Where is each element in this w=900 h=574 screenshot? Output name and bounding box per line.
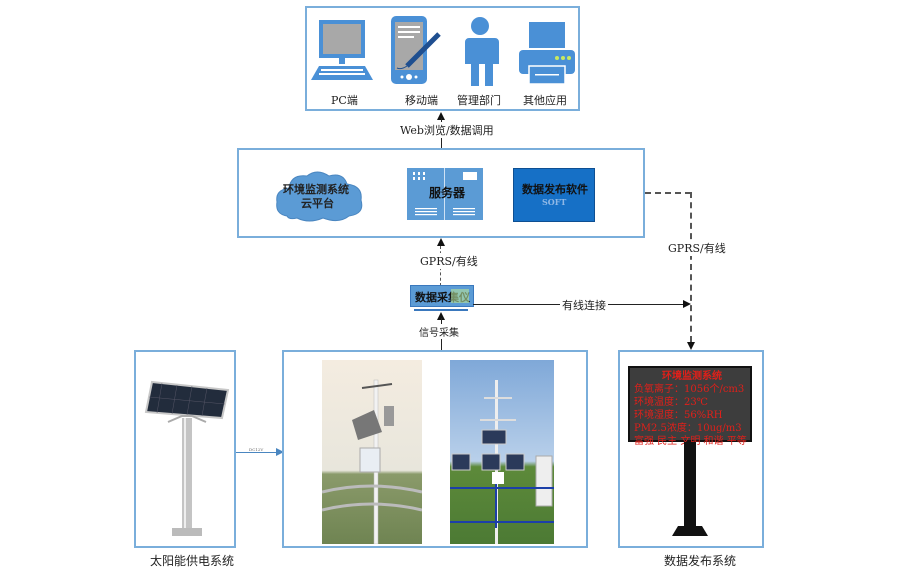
display-box: 环境监测系统 负氧离子：1056个/cm3 环境温度：23℃ 环境湿度：56%R…	[618, 350, 764, 548]
clients-box: PC端 移动端 管理部门 其他应用	[305, 6, 580, 111]
display-base	[672, 526, 708, 536]
cloud-label-2: 云平台	[301, 197, 334, 210]
publish-software: 数据发布软件 SOFT	[513, 168, 595, 222]
screen-line: 负氧离子：1056个/cm3	[634, 384, 745, 395]
arrow-up-head	[437, 112, 445, 120]
solar-box	[134, 350, 236, 548]
station-box	[282, 350, 588, 548]
arrow-down-head	[687, 342, 695, 350]
platform-box: 环境监测系统 云平台 服务器 数据发布软件 SOFT	[237, 148, 645, 238]
signal-label: 信号采集	[417, 324, 461, 339]
solar-caption: 太阳能供电系统	[150, 554, 235, 568]
wired-label: 有线连接	[560, 297, 608, 313]
power-label: DC12V	[249, 447, 264, 452]
cloud-icon	[276, 171, 363, 222]
web-link-label: Web浏览/数据调用	[398, 122, 496, 138]
led-screen: 环境监测系统 负氧离子：1056个/cm3 环境温度：23℃ 环境湿度：56%R…	[628, 366, 752, 447]
power-line	[236, 452, 276, 453]
screen-line: 环境温度：23℃	[634, 397, 708, 408]
station-photo-1	[321, 360, 423, 545]
tablet-stylus-icon	[391, 16, 441, 84]
client-label: 其他应用	[523, 94, 567, 107]
server-label: 服务器	[429, 186, 466, 200]
arrow-up-head	[437, 238, 445, 246]
arrow-up-head	[437, 312, 445, 320]
weather-station-icon	[450, 380, 554, 544]
server: 服务器	[407, 168, 483, 220]
uplink-label: GPRS/有线	[418, 253, 480, 269]
solar-panel-icon	[144, 380, 230, 536]
gprs-dashed-v	[690, 192, 692, 342]
display-caption: 数据发布系统	[664, 554, 737, 568]
arrow-right-head	[683, 300, 691, 308]
client-label: PC端	[331, 94, 358, 107]
collector-screen	[451, 289, 469, 303]
client-label: 移动端	[405, 94, 438, 107]
display-pole	[684, 442, 696, 526]
collector-base	[414, 309, 468, 311]
software-label: 数据发布软件	[522, 183, 588, 196]
client-other: 其他应用	[515, 16, 581, 108]
printer-icon	[519, 22, 575, 85]
server-divider	[444, 168, 445, 220]
station-photo-2	[450, 360, 554, 544]
screen-line: 富强 民主 文明 和谐 平等	[634, 436, 747, 447]
screen-title: 环境监测系统	[662, 371, 722, 382]
software-sub: SOFT	[542, 197, 567, 207]
weather-station-icon	[321, 379, 423, 545]
client-admin: 管理部门	[455, 16, 515, 108]
data-collector: 数据采集仪	[410, 285, 474, 307]
cloud-label-1: 环境监测系统	[283, 183, 349, 196]
person-icon	[465, 17, 499, 86]
pc-monitor-icon	[311, 20, 373, 80]
screen-line: PM2.5浓度：10ug/m3	[634, 423, 742, 434]
gprs-dashed-h	[645, 192, 691, 194]
client-mobile: 移动端	[383, 14, 453, 108]
client-label: 管理部门	[457, 94, 501, 107]
server-icon	[413, 172, 477, 216]
client-pc: PC端	[311, 18, 373, 108]
cloud-platform: 环境监测系统 云平台	[273, 168, 365, 224]
screen-line: 环境湿度：56%RH	[634, 410, 723, 421]
arrow-right-head	[276, 448, 284, 456]
gprs-right-label: GPRS/有线	[666, 240, 728, 256]
